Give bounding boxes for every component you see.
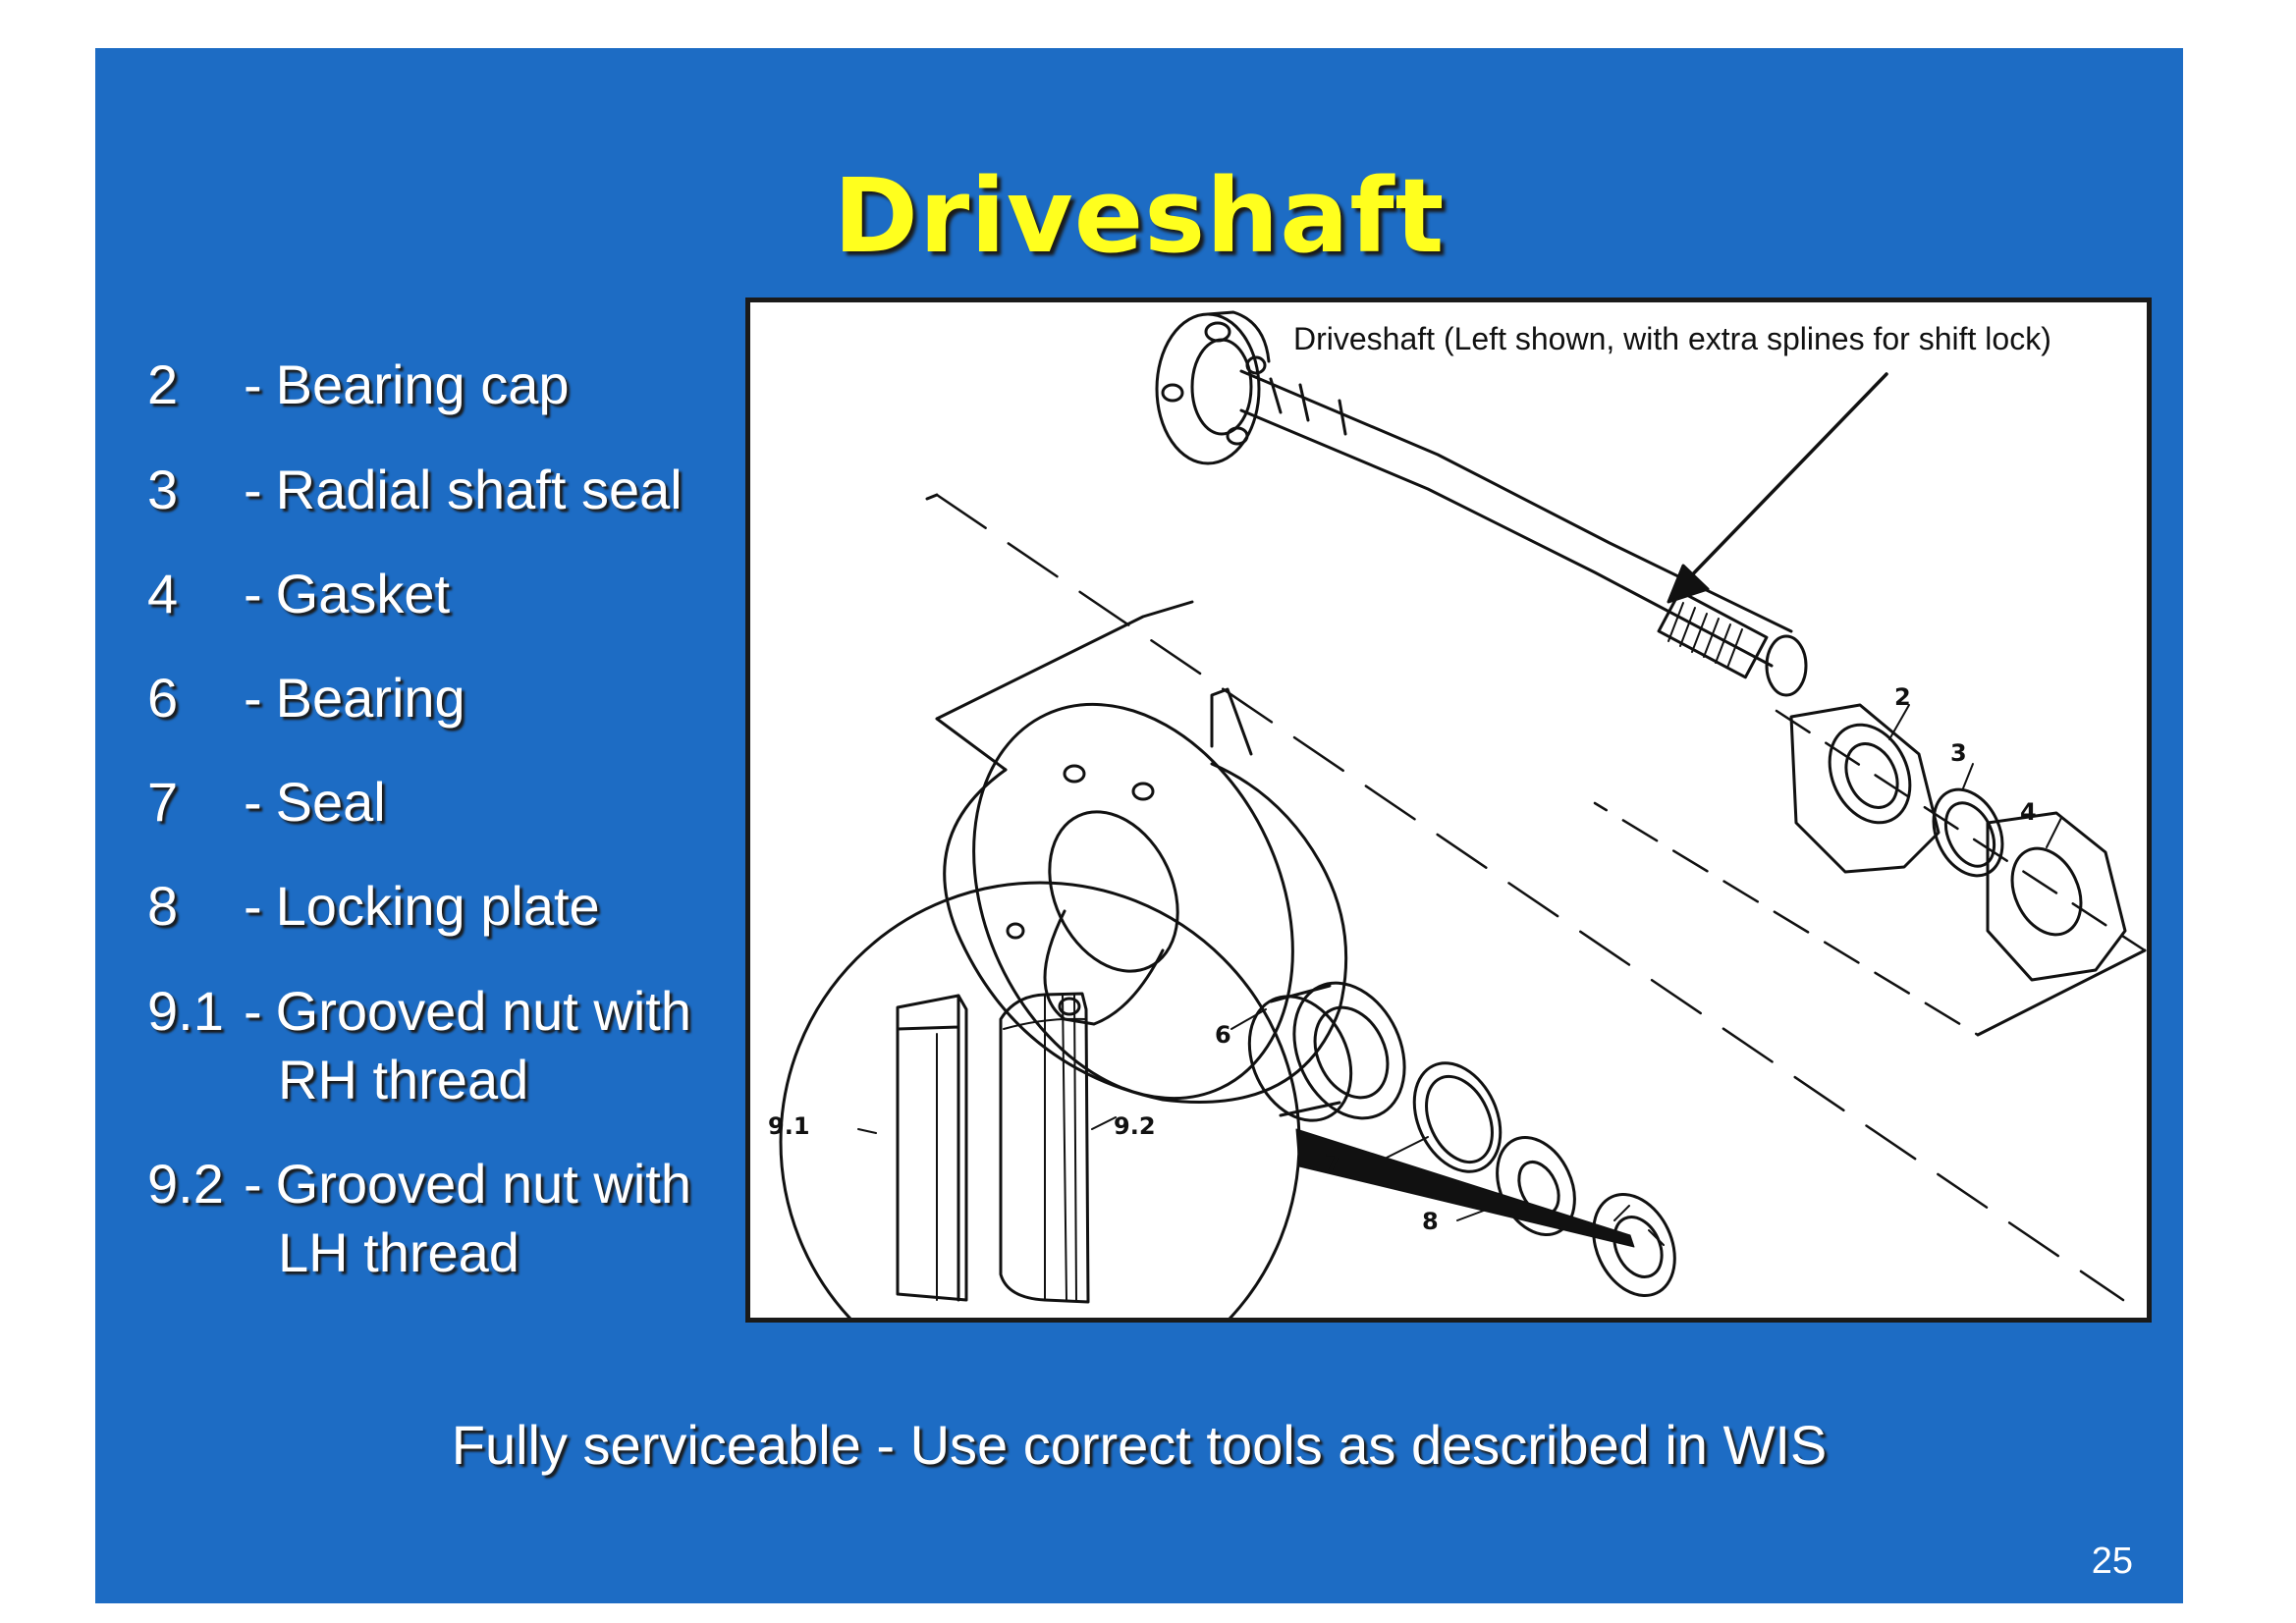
legend-description: -Grooved nut with: [244, 1153, 691, 1215]
figure-caption: Driveshaft (Left shown, with extra splin…: [1293, 321, 2051, 356]
callout-label: 3: [1950, 739, 1967, 767]
legend-description: -Radial shaft seal: [244, 459, 683, 520]
legend-description: -Bearing: [244, 667, 465, 729]
legend-description: -Seal: [244, 771, 386, 833]
legend-number: 3: [147, 459, 179, 520]
callout-label: 9.2: [1114, 1112, 1156, 1140]
page-number: 25: [2091, 1541, 2133, 1582]
exploded-diagram: Driveshaft (Left shown, with extra splin…: [745, 298, 2152, 1323]
legend-description: -Locking plate: [244, 875, 600, 937]
legend-number: 9.2: [147, 1153, 224, 1215]
legend-number: 6: [147, 667, 179, 729]
legend-description: -Grooved nut with: [244, 980, 691, 1042]
callout-label: 2: [1894, 683, 1911, 711]
callout-label: 7: [1325, 1149, 1341, 1176]
legend-number: 4: [147, 563, 179, 624]
slide-title: Driveshaft: [833, 156, 1446, 276]
callout-label: 8: [1422, 1208, 1439, 1235]
legend-continuation: LH thread: [278, 1221, 519, 1283]
legend-continuation: RH thread: [278, 1049, 529, 1110]
callout-label: 4: [2020, 798, 2037, 826]
driveshaft-drawing: [779, 310, 2147, 1318]
slide: Driveshaft 2 -Bearing cap 3 -Radial shaf…: [95, 48, 2183, 1603]
legend-number: 8: [147, 875, 179, 937]
callout-label: 9.1: [768, 1112, 810, 1140]
callout-label: 6: [1215, 1021, 1231, 1049]
footer-note: Fully serviceable - Use correct tools as…: [451, 1414, 1828, 1476]
legend-number: 7: [147, 771, 179, 833]
legend-number: 9.1: [147, 980, 224, 1042]
legend-description: -Gasket: [244, 563, 451, 624]
legend-number: 2: [147, 353, 179, 415]
legend-description: -Bearing cap: [244, 353, 570, 415]
